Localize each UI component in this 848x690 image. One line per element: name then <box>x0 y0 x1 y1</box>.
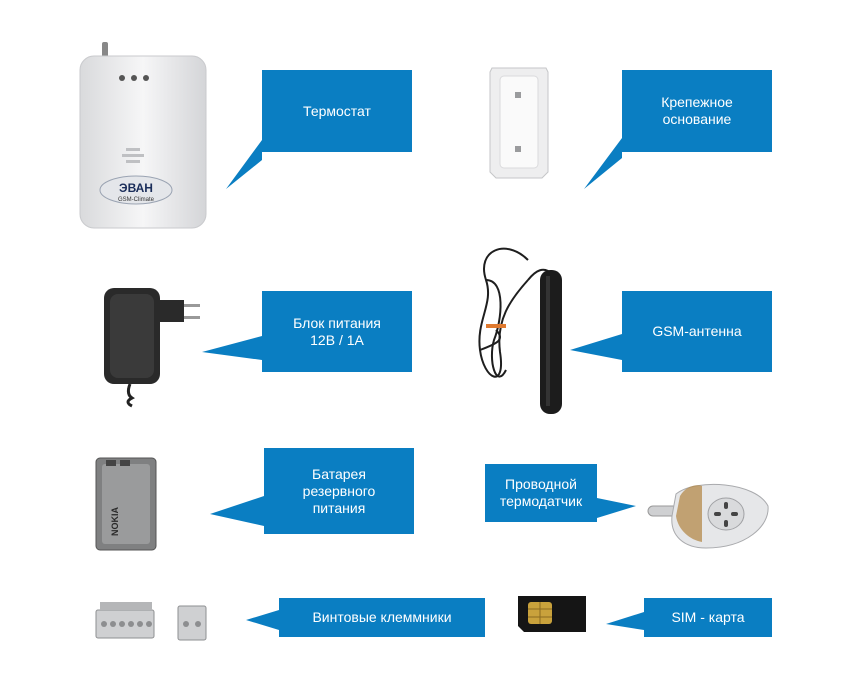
thermostat-logo-sub: GSM-Climate <box>118 197 155 203</box>
thermostat-image: ЭВАН GSM-Climate <box>79 42 207 229</box>
power-adapter-image <box>104 288 200 408</box>
antenna-image <box>478 247 562 414</box>
label-sim: SIM - карта <box>671 609 745 625</box>
callout-battery <box>210 448 414 534</box>
label-terminals: Винтовые клеммники <box>312 609 452 625</box>
battery-brand: NOKIA <box>110 507 120 537</box>
label-antenna: GSM-антенна <box>652 323 742 339</box>
callout-power <box>202 291 412 372</box>
label-mount: Крепежное основание <box>661 94 733 127</box>
callout-thermostat <box>226 70 412 189</box>
label-sensor: Проводной термодатчик <box>499 476 583 509</box>
label-thermostat: Термостат <box>303 102 371 119</box>
callout-antenna <box>570 291 772 372</box>
battery-image: NOKIA <box>95 457 157 551</box>
callout-mount <box>584 70 772 189</box>
callout-sensor <box>485 464 636 522</box>
terminals-image <box>95 602 207 641</box>
thermostat-logo: ЭВАН <box>119 181 153 195</box>
callout-terminals <box>246 598 485 637</box>
label-battery: Батарея резервного питания <box>302 465 376 516</box>
mount-image <box>489 67 549 179</box>
callout-sim <box>606 598 772 637</box>
sensor-image <box>647 483 769 549</box>
sim-card-image <box>518 596 586 632</box>
label-power: Блок питания 12В / 1А <box>293 314 381 348</box>
